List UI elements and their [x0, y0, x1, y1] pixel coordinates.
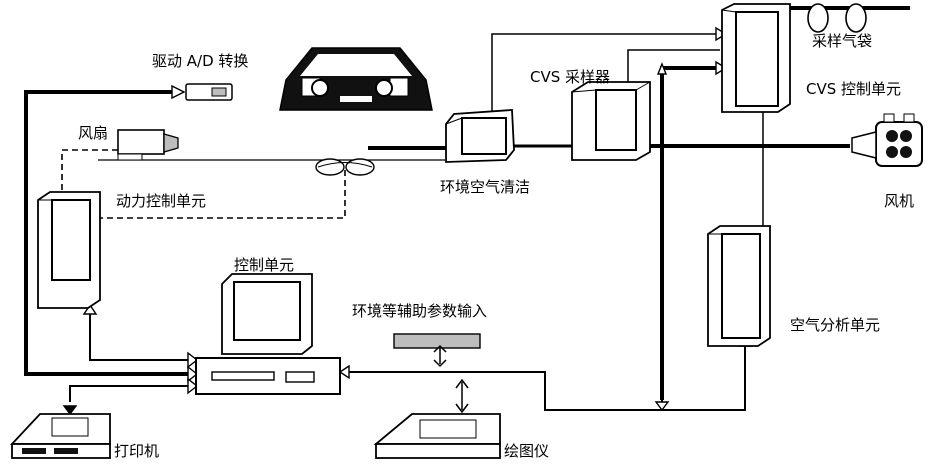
sample-bag-icon	[807, 3, 867, 33]
line-computer-power	[89, 314, 188, 361]
label-cvs-sampler: CVS 采样器	[530, 68, 611, 86]
line-bottom-bus	[340, 346, 746, 411]
car-icon	[279, 47, 433, 111]
line-computer-printer	[69, 385, 188, 402]
dyno-rollers	[315, 158, 375, 176]
label-printer: 打印机	[114, 442, 160, 460]
printer-icon	[9, 413, 111, 459]
line-clean-control	[491, 33, 720, 118]
blower-icon	[851, 113, 923, 167]
label-control-unit: 控制单元	[234, 256, 295, 274]
cvs-sampler-unit	[571, 81, 651, 161]
label-fan: 风扇	[78, 124, 109, 142]
dashed-fan	[61, 149, 118, 196]
label-plotter: 绘图仪	[504, 442, 550, 460]
label-blower: 风机	[884, 192, 915, 210]
computer-icon	[195, 273, 341, 395]
power-control-unit	[37, 191, 101, 309]
drive-ad-converter	[185, 83, 233, 101]
label-sample-bag: 采样气袋	[812, 32, 873, 50]
plotter-icon	[373, 378, 501, 459]
connection-lines	[24, 6, 910, 411]
cvs-control-unit	[721, 3, 791, 113]
env-air-clean-unit	[445, 109, 515, 163]
label-env-aux-input: 环境等辅助参数输入	[352, 302, 488, 320]
dashed-dyno	[100, 170, 346, 219]
label-air-analysis: 空气分析单元	[790, 316, 881, 334]
label-power-control: 动力控制单元	[116, 192, 207, 210]
aux-input-keypad	[393, 333, 481, 368]
line-sampler-control	[627, 49, 720, 82]
air-analysis-unit	[707, 225, 771, 347]
fan-icon	[117, 129, 179, 161]
line-drive-ad	[24, 90, 188, 376]
label-cvs-control: CVS 控制单元	[806, 80, 902, 98]
label-env-air-clean: 环境空气清洁	[440, 178, 531, 196]
label-drive-ad: 驱动 A/D 转换	[152, 52, 249, 70]
